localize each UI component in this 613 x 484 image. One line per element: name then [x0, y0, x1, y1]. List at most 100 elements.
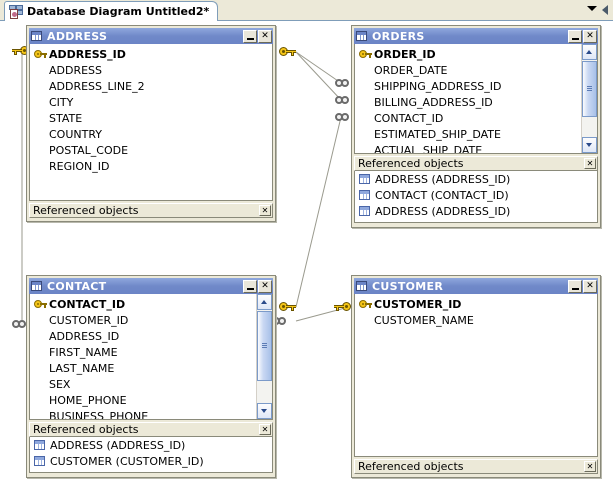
key-slot [33, 64, 49, 76]
column-row[interactable]: LAST_NAME [30, 360, 256, 376]
vertical-scrollbar[interactable] [256, 294, 272, 419]
column-row[interactable]: CONTACT_ID [30, 296, 256, 312]
close-panel-icon[interactable] [600, 3, 611, 16]
close-referenced-objects-icon[interactable]: ✕ [259, 205, 271, 216]
table-icon [356, 31, 367, 41]
close-referenced-objects-icon[interactable]: ✕ [259, 424, 271, 435]
column-row[interactable]: STATE [30, 110, 272, 126]
column-row[interactable]: FIRST_NAME [30, 344, 256, 360]
scrollbar-thumb[interactable] [582, 61, 597, 117]
table-name: ADDRESS [47, 29, 108, 43]
key-slot [358, 96, 374, 108]
column-row[interactable]: ESTIMATED_SHIP_DATE [355, 126, 581, 142]
table-window-customer[interactable]: CUSTOMER ✕ CUSTOMER_ID CUSTOMER_NAME Ref… [351, 275, 601, 478]
referenced-object-label: ADDRESS (ADDRESS_ID) [375, 204, 511, 218]
minimize-button[interactable] [568, 279, 582, 293]
column-list-area[interactable]: CUSTOMER_ID CUSTOMER_NAME [354, 294, 598, 457]
table-window-contact[interactable]: CONTACT ✕ CONTACT_ID CUSTOMER_ID ADDRESS… [26, 275, 276, 478]
column-row[interactable]: COUNTRY [30, 126, 272, 142]
referenced-objects-bar[interactable]: Referenced objects ✕ [29, 203, 273, 218]
scroll-up-button[interactable] [257, 294, 272, 310]
column-name: SHIPPING_ADDRESS_ID [374, 79, 502, 93]
column-row[interactable]: CUSTOMER_NAME [355, 312, 597, 328]
key-slot [33, 330, 49, 342]
scroll-up-button[interactable] [582, 44, 597, 60]
table-ref-icon [359, 174, 370, 184]
column-row[interactable]: ORDER_DATE [355, 62, 581, 78]
column-row[interactable]: ORDER_ID [355, 46, 581, 62]
close-button[interactable]: ✕ [583, 279, 597, 293]
referenced-objects-label: Referenced objects [33, 204, 139, 217]
close-referenced-objects-icon[interactable]: ✕ [584, 461, 596, 472]
scroll-down-button[interactable] [582, 137, 597, 153]
column-row[interactable]: SEX [30, 376, 256, 392]
column-row[interactable]: BUSINESS_PHONE [30, 408, 256, 420]
column-name: CONTACT_ID [374, 111, 444, 125]
column-row[interactable]: ADDRESS_ID [30, 328, 256, 344]
column-row[interactable]: CUSTOMER_ID [355, 296, 597, 312]
key-slot [33, 314, 49, 326]
key-slot [33, 410, 49, 419]
tab-database-diagram[interactable]: Database Diagram Untitled2* [4, 1, 219, 21]
referenced-object-row[interactable]: ADDRESS (ADDRESS_ID) [30, 437, 272, 453]
key-slot [33, 378, 49, 390]
scroll-down-button[interactable] [257, 403, 272, 419]
column-row[interactable]: CONTACT_ID [355, 110, 581, 126]
table-titlebar[interactable]: CUSTOMER ✕ [354, 278, 598, 294]
column-row[interactable]: HOME_PHONE [30, 392, 256, 408]
close-referenced-objects-icon[interactable]: ✕ [584, 158, 596, 169]
close-button[interactable]: ✕ [583, 29, 597, 43]
referenced-objects-list[interactable]: ADDRESS (ADDRESS_ID) CUSTOMER (CUSTOMER_… [29, 437, 273, 473]
column-row[interactable]: REGION_ID [30, 158, 272, 174]
chevron-down-icon[interactable] [587, 6, 597, 11]
key-slot [358, 112, 374, 124]
close-button[interactable]: ✕ [258, 279, 272, 293]
referenced-object-row[interactable]: CUSTOMER (CUSTOMER_ID) [30, 453, 272, 469]
table-window-address[interactable]: ADDRESS ✕ ADDRESS_ID ADDRESS ADDRESS_LIN… [26, 25, 276, 222]
column-name: ORDER_DATE [374, 63, 448, 77]
table-icon [356, 281, 367, 291]
close-button[interactable]: ✕ [258, 29, 272, 43]
column-row[interactable]: CUSTOMER_ID [30, 312, 256, 328]
column-row[interactable]: CITY [30, 94, 272, 110]
table-name: ORDERS [372, 29, 425, 43]
column-row[interactable]: ADDRESS [30, 62, 272, 78]
key-slot [33, 112, 49, 124]
referenced-object-row[interactable]: ADDRESS (ADDRESS_ID) [355, 171, 597, 187]
minimize-button[interactable] [568, 29, 582, 43]
minimize-button[interactable] [243, 279, 257, 293]
referenced-objects-list[interactable]: ADDRESS (ADDRESS_ID) CONTACT (CONTACT_ID… [354, 171, 598, 223]
table-window-orders[interactable]: ORDERS ✕ ORDER_ID ORDER_DATE SHIPPING_AD… [351, 25, 601, 228]
scrollbar-thumb[interactable] [257, 311, 272, 381]
table-ref-icon [359, 190, 370, 200]
column-row[interactable]: SHIPPING_ADDRESS_ID [355, 78, 581, 94]
column-name: LAST_NAME [49, 361, 115, 375]
referenced-objects-label: Referenced objects [33, 423, 139, 436]
column-row[interactable]: POSTAL_CODE [30, 142, 272, 158]
table-titlebar[interactable]: ORDERS ✕ [354, 28, 598, 44]
column-row[interactable]: ADDRESS_LINE_2 [30, 78, 272, 94]
relationship-key-customer-left [334, 302, 351, 311]
minimize-button[interactable] [243, 29, 257, 43]
key-slot [358, 64, 374, 76]
diagram-canvas[interactable]: ADDRESS ✕ ADDRESS_ID ADDRESS ADDRESS_LIN… [0, 21, 613, 484]
referenced-objects-bar[interactable]: Referenced objects ✕ [354, 459, 598, 474]
document-tab-strip: Database Diagram Untitled2* [0, 0, 613, 21]
table-titlebar[interactable]: CONTACT ✕ [29, 278, 273, 294]
referenced-objects-bar[interactable]: Referenced objects ✕ [29, 422, 273, 437]
column-row[interactable]: ADDRESS_ID [30, 46, 272, 62]
key-slot [358, 314, 374, 326]
key-slot [358, 80, 374, 92]
column-row[interactable]: ACTUAL_SHIP_DATE [355, 142, 581, 154]
referenced-object-row[interactable]: ADDRESS (ADDRESS_ID) [355, 203, 597, 219]
table-titlebar[interactable]: ADDRESS ✕ [29, 28, 273, 44]
referenced-object-row[interactable]: CONTACT (CONTACT_ID) [355, 187, 597, 203]
diagram-icon [9, 4, 23, 19]
column-name: CUSTOMER_NAME [374, 313, 474, 327]
referenced-objects-bar[interactable]: Referenced objects ✕ [354, 156, 598, 171]
column-list-area[interactable]: ORDER_ID ORDER_DATE SHIPPING_ADDRESS_ID … [354, 44, 598, 154]
vertical-scrollbar[interactable] [581, 44, 597, 153]
column-list-area[interactable]: CONTACT_ID CUSTOMER_ID ADDRESS_ID FIRST_… [29, 294, 273, 420]
column-list-area[interactable]: ADDRESS_ID ADDRESS ADDRESS_LINE_2 CITY S… [29, 44, 273, 201]
column-row[interactable]: BILLING_ADDRESS_ID [355, 94, 581, 110]
